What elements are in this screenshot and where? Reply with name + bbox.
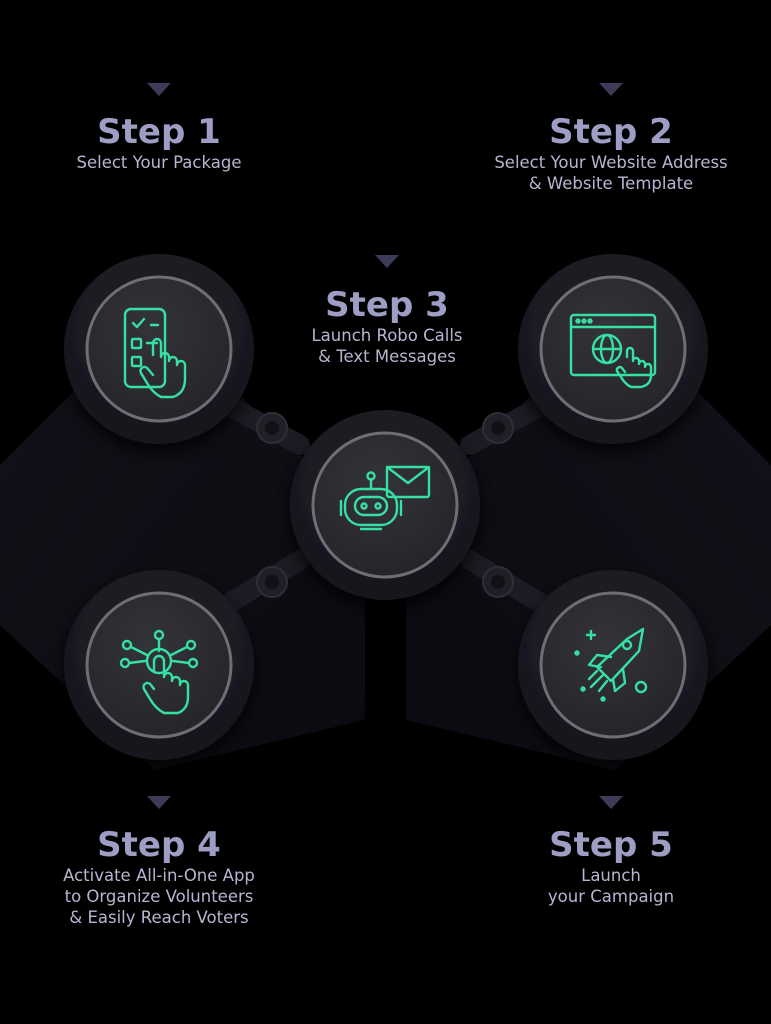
step-4-line-3: & Easily Reach Voters [69,908,249,927]
arrow-step-3 [375,255,399,268]
step-4-button[interactable] [85,591,233,739]
step-2-line-2: & Website Template [528,174,694,193]
step-4-title: Step 4 [97,825,221,865]
arrow-step-4 [147,796,171,809]
step-1-line-1: Select Your Package [76,153,242,172]
step-4-label: Step 4 Activate All-in-One App to Organi… [29,825,289,928]
rocket-icon [574,627,648,702]
step-3-node [290,410,480,600]
robot-message-icon [339,465,431,531]
pointer-arrows [147,83,623,809]
checklist-hand-icon [123,307,187,399]
step-2-label: Step 2 Select Your Website Address & Web… [461,112,761,194]
step-3-button[interactable] [311,431,459,579]
step-2-node [518,254,708,444]
connector-joints [256,412,514,598]
arrow-step-5 [599,796,623,809]
arrow-step-2 [599,83,623,96]
step-3-line-2: & Text Messages [318,347,456,366]
step-1-button[interactable] [85,275,233,423]
step-3-title: Step 3 [325,285,449,325]
step-4-line-2: to Organize Volunteers [64,887,254,906]
step-5-line-1: Launch [581,866,641,885]
step-1-node [64,254,254,444]
step-5-title: Step 5 [549,825,673,865]
arrow-step-1 [147,83,171,96]
step-2-title: Step 2 [549,112,673,152]
step-1-label: Step 1 Select Your Package [39,112,279,173]
step-3-label: Step 3 Launch Robo Calls & Text Messages [267,285,507,367]
step-3-line-1: Launch Robo Calls [311,326,463,345]
step-5-line-2: your Campaign [547,887,675,906]
network-touch-icon [119,629,199,715]
step-4-node [64,570,254,760]
step-5-node [518,570,708,760]
step-2-line-1: Select Your Website Address [494,153,728,172]
browser-globe-hand-icon [569,313,657,389]
step-5-label: Step 5 Launch your Campaign [491,825,731,907]
step-5-button[interactable] [539,591,687,739]
step-4-line-1: Activate All-in-One App [63,866,255,885]
step-1-title: Step 1 [97,112,221,152]
